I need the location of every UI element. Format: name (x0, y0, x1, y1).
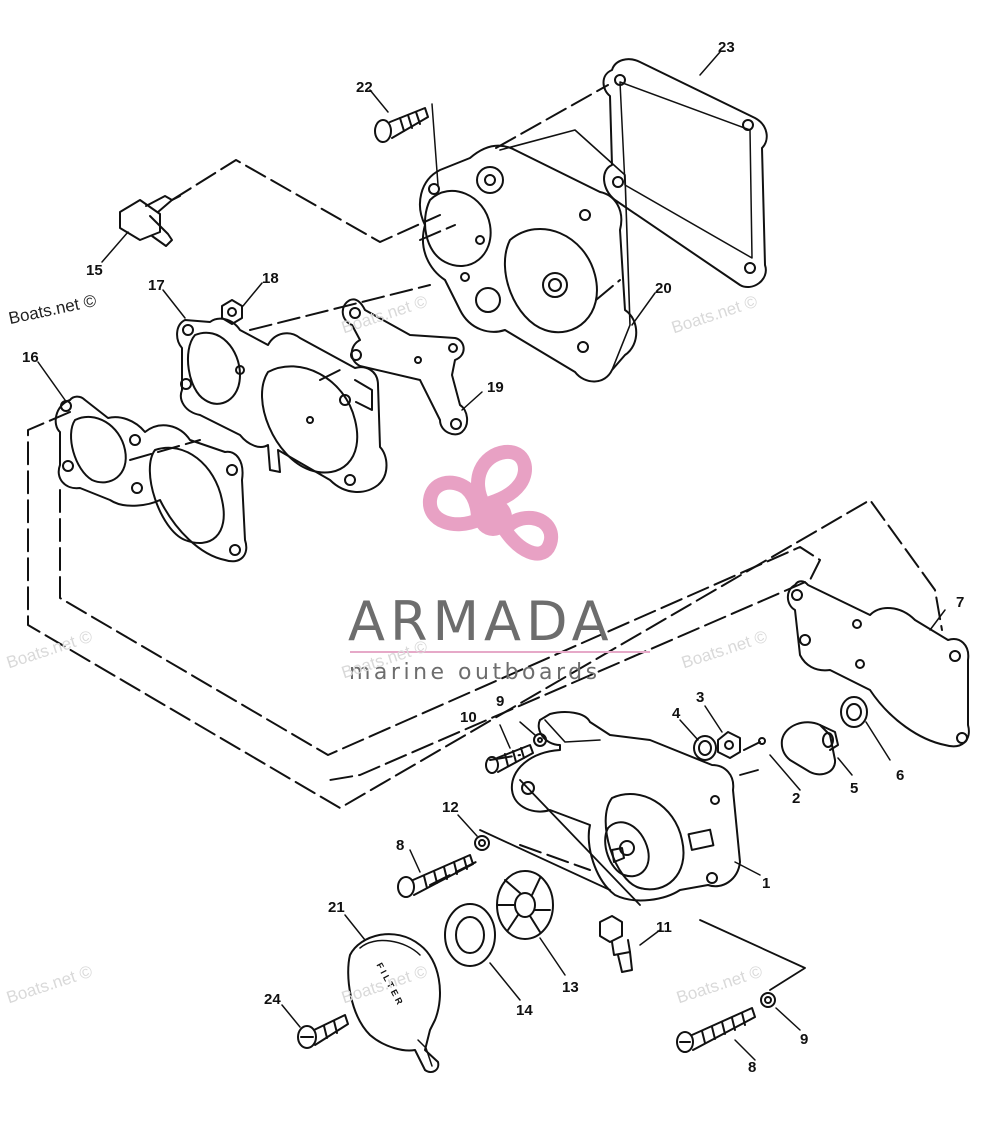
label-23: 23 (718, 39, 735, 56)
label-8-lower: 8 (748, 1059, 756, 1076)
part-1-housing (510, 711, 741, 902)
label-19: 19 (487, 379, 504, 396)
part-9-washer-upper (533, 733, 547, 747)
label-9-upper: 9 (496, 693, 504, 710)
armada-propeller-logo (423, 444, 559, 561)
assembly-lines (27, 84, 943, 886)
propeller-icon (423, 444, 559, 561)
part-15-fitting (119, 195, 181, 247)
part-13-impeller (496, 870, 554, 940)
label-9-lower: 9 (800, 1031, 808, 1048)
logo-divider (350, 651, 650, 653)
label-11: 11 (656, 919, 672, 936)
label-3: 3 (696, 689, 704, 706)
part-6-seal (840, 696, 868, 728)
part-8-screw-upper (397, 854, 474, 898)
part-4-ring (693, 735, 717, 761)
part-10-screw (485, 744, 534, 774)
label-22: 22 (356, 79, 373, 96)
part-11-fitting (599, 915, 633, 973)
part-18-nut (221, 299, 243, 325)
label-14: 14 (516, 1002, 533, 1019)
part-12-washer (474, 835, 490, 851)
part-16-gasket (54, 395, 248, 563)
part-3-nut (717, 731, 741, 759)
label-4: 4 (672, 705, 681, 722)
part-24-screw (297, 1014, 349, 1049)
part-20-pump-cover (419, 129, 638, 383)
part-number-labels: 23 22 15 17 18 16 19 20 7 6 5 2 4 3 10 9… (22, 39, 964, 1076)
part-17-plate (176, 317, 388, 493)
label-13: 13 (562, 979, 579, 996)
part-23-gasket (602, 58, 768, 288)
label-8-upper: 8 (396, 837, 404, 854)
label-2: 2 (792, 790, 800, 807)
logo-tagline: marine outboards (349, 660, 601, 685)
part-7-gasket (786, 580, 970, 748)
label-5: 5 (850, 780, 858, 797)
part-5-thermostat (780, 721, 839, 776)
label-17: 17 (148, 277, 165, 294)
logo-brand-name: ARMADA (348, 590, 614, 653)
label-24: 24 (264, 991, 281, 1008)
part-9-washer-lower (760, 992, 776, 1008)
label-leaders (37, 51, 946, 1061)
part-19-bracket (341, 298, 468, 436)
leader-lines-solid (479, 769, 806, 991)
label-7: 7 (956, 594, 964, 611)
label-6: 6 (896, 767, 904, 784)
label-12: 12 (442, 799, 459, 816)
label-15: 15 (86, 262, 103, 279)
label-1: 1 (762, 875, 770, 892)
label-18: 18 (262, 270, 279, 287)
label-10: 10 (460, 709, 477, 726)
part-2-pin (743, 737, 766, 751)
label-20: 20 (655, 280, 672, 297)
part-22-screw (374, 103, 439, 186)
label-21: 21 (328, 899, 345, 916)
part-21-filter-cover (347, 933, 441, 1073)
part-14-plate (444, 903, 496, 967)
part-8-screw-lower (676, 1007, 756, 1053)
label-16: 16 (22, 349, 39, 366)
